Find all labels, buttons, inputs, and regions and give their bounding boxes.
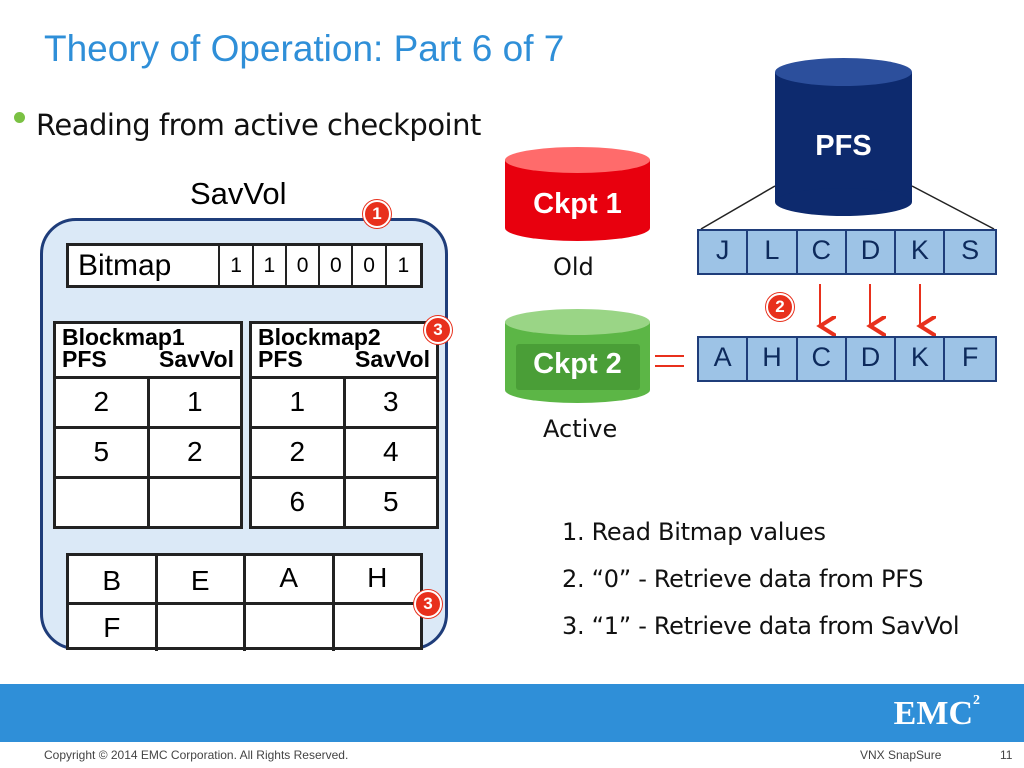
blockmap1-table: Blockmap1 PFS SavVol 2 1 5 2 — [53, 321, 243, 529]
step-badge-3: 3 — [414, 590, 442, 618]
ckpt2-block: C — [797, 338, 847, 380]
ckpt2-block: H — [748, 338, 798, 380]
step-item: 3. “1” - Retrieve data from SavVol — [562, 612, 960, 640]
blockmap1-col-savvol: SavVol — [159, 346, 234, 372]
emc-logo-sup: 2 — [973, 693, 980, 708]
slide-title: Theory of Operation: Part 6 of 7 — [44, 28, 565, 69]
bitmap-value: 0 — [287, 246, 321, 285]
blockmap2-col-savvol: SavVol — [355, 346, 430, 372]
blockmap1-pfs-cell — [56, 479, 150, 526]
steps-list: 1. Read Bitmap values 2. “0” - Retrieve … — [562, 514, 960, 655]
ckpt2-caption: Active — [543, 415, 618, 443]
blockmap1-savvol-cell: 1 — [186, 386, 203, 417]
step-item: 2. “0” - Retrieve data from PFS — [562, 565, 924, 593]
data-block-row: F — [69, 605, 420, 651]
bitmap-value: 0 — [353, 246, 387, 285]
ckpt2-block: D — [846, 338, 897, 380]
blockmap1-title: Blockmap1 — [62, 324, 185, 350]
step-badge-1: 1 — [363, 200, 391, 228]
blockmap2-pfs-cell: 2 — [252, 429, 346, 476]
pfs-block: S — [945, 231, 995, 273]
ckpt2-block: F — [945, 338, 995, 380]
pfs-fan-line — [700, 185, 776, 230]
blockmap2-pfs-cell: 1 — [252, 379, 346, 426]
data-block: B — [69, 556, 158, 602]
ckpt2-block: K — [896, 338, 946, 380]
blockmap2-col-pfs: PFS — [258, 346, 303, 372]
bullet-dot-icon — [14, 112, 25, 123]
step-badge-2: 2 — [766, 293, 794, 321]
bitmap-row: Bitmap 1 1 0 0 0 1 — [66, 243, 423, 288]
data-block: H — [367, 562, 388, 593]
blockmap1-col-pfs: PFS — [62, 346, 107, 372]
bullet-text: Reading from active checkpoint — [36, 108, 481, 142]
pfs-block: D — [846, 231, 897, 273]
ckpt2-block: A — [699, 338, 749, 380]
blockmap2-table: Blockmap2 PFS SavVol 1 3 2 4 6 5 — [249, 321, 439, 529]
savvol-label: SavVol — [190, 176, 287, 211]
blockmap1-row: 2 1 — [56, 379, 240, 429]
bitmap-value: 0 — [320, 246, 354, 285]
pfs-fan-line — [911, 185, 995, 230]
page-number: 11 — [1000, 748, 1013, 762]
blockmap2-savvol-cell: 3 — [382, 386, 399, 417]
blockmap2-savvol-cell: 5 — [382, 486, 399, 517]
bitmap-value: 1 — [220, 246, 254, 285]
pfs-block: C — [797, 231, 847, 273]
blockmap2-pfs-cell: 6 — [252, 479, 346, 526]
data-block: A — [246, 556, 335, 602]
blockmap1-row — [56, 479, 240, 526]
data-block: F — [69, 605, 158, 651]
blockmap1-savvol-cell: 2 — [186, 436, 203, 467]
pfs-cylinder-icon — [775, 58, 912, 216]
bitmap-value: 1 — [254, 246, 287, 285]
blockmap2-row: 6 5 — [252, 479, 436, 526]
footer-band — [0, 684, 1024, 742]
ckpt1-cylinder-icon — [505, 147, 650, 241]
blockmap1-pfs-cell: 5 — [56, 429, 150, 476]
blockmap2-header: Blockmap2 PFS SavVol — [252, 324, 436, 379]
pfs-block: J — [699, 231, 749, 273]
data-block-row: B E A H — [69, 556, 420, 605]
bitmap-value: 1 — [397, 254, 410, 277]
blockmap1-row: 5 2 — [56, 429, 240, 479]
pfs-block: L — [748, 231, 798, 273]
data-block — [246, 605, 335, 651]
emc-logo-text: EMC — [893, 695, 973, 732]
data-block: E — [158, 556, 246, 602]
step-item: 1. Read Bitmap values — [562, 518, 826, 546]
pfs-label: PFS — [815, 130, 872, 162]
ckpt2-label: Ckpt 2 — [533, 348, 622, 380]
blockmap2-title: Blockmap2 — [258, 324, 381, 350]
ckpt1-caption: Old — [553, 253, 594, 281]
blockmap1-pfs-cell: 2 — [56, 379, 150, 426]
emc-logo: EMC2 — [893, 693, 980, 733]
bitmap-label: Bitmap — [69, 246, 221, 285]
blockmap2-savvol-cell: 4 — [382, 436, 399, 467]
savvol-data-blocks: B E A H F — [66, 553, 423, 651]
product-name: VNX SnapSure — [860, 748, 942, 762]
pfs-block: K — [896, 231, 946, 273]
ckpt2-blocks: A H C D K F — [697, 336, 997, 382]
blockmap2-row: 2 4 — [252, 429, 436, 479]
blockmap2-row: 1 3 — [252, 379, 436, 429]
ckpt2-cylinder-icon — [505, 309, 650, 403]
blockmap1-header: Blockmap1 PFS SavVol — [56, 324, 240, 379]
copyright-text: Copyright © 2014 EMC Corporation. All Ri… — [44, 748, 349, 762]
pfs-blocks: J L C D K S — [697, 229, 997, 275]
ckpt1-label: Ckpt 1 — [533, 188, 622, 220]
data-block — [158, 605, 246, 651]
step-badge-3: 3 — [424, 316, 452, 344]
